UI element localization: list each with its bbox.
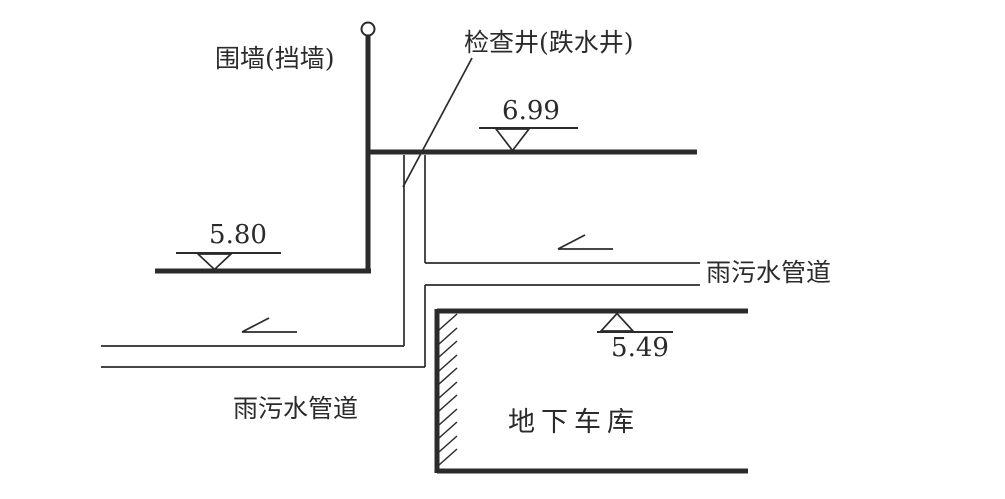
label-underground-garage: 地下车库 <box>508 407 640 438</box>
elevation-triangle-upper-ground <box>494 128 531 152</box>
label-retaining-wall: 围墙(挡墙) <box>215 44 335 73</box>
elevation-marker-upper-ground: 6.99 <box>479 96 578 152</box>
garage-wall-hatching <box>438 313 458 466</box>
label-sewer-pipe-bottom: 雨污水管道 <box>233 394 358 423</box>
elevation-marker-lower-ground: 5.80 <box>176 220 281 271</box>
elevation-value-lower-ground: 5.80 <box>209 220 267 250</box>
wall-top-circle-marker <box>360 21 376 37</box>
elevation-triangle-garage-roof <box>599 312 635 332</box>
elevation-value-upper-ground: 6.99 <box>502 96 560 126</box>
elevation-triangle-lower-ground <box>195 253 234 271</box>
flow-arrow-right-pipe <box>557 234 613 250</box>
flow-arrow-head <box>241 317 270 333</box>
flow-arrow-bottom-pipe <box>241 317 297 333</box>
inspection-well-leader-line <box>402 57 473 188</box>
label-sewer-pipe-right: 雨污水管道 <box>706 258 831 287</box>
label-inspection-well: 检查井(跌水井) <box>464 28 634 57</box>
flow-arrow-head <box>557 234 586 250</box>
elevation-value-garage-roof: 5.49 <box>611 333 669 363</box>
elevation-marker-garage-roof: 5.49 <box>597 312 673 363</box>
